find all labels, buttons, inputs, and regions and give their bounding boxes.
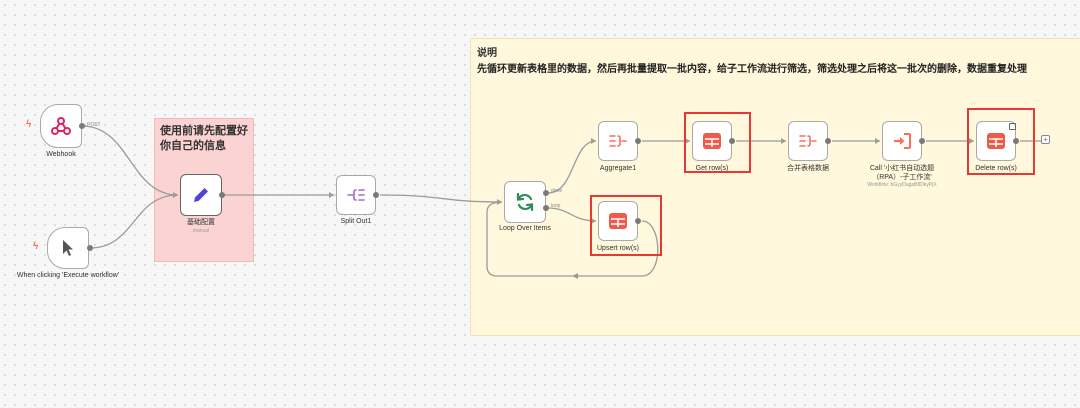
node-webhook[interactable] <box>40 104 82 148</box>
edge-webhook-config <box>81 125 179 196</box>
note-body: 先循环更新表格里的数据，然后再批量提取一批内容，给子工作流进行筛选，筛选处理之后… <box>477 64 1027 75</box>
webhook-output-port[interactable] <box>79 123 85 129</box>
trigger-bolt-icon: ϟ <box>26 119 32 130</box>
loop-done-port[interactable] <box>543 190 549 196</box>
merge-output-port[interactable] <box>825 138 831 144</box>
refresh-icon <box>516 192 534 212</box>
split-output-port[interactable] <box>373 192 379 198</box>
sticky-note-description[interactable]: 说明 先循环更新表格里的数据，然后再批量提取一批内容，给子工作流进行筛选，筛选处… <box>470 38 1080 336</box>
upsert-rows-output-port[interactable] <box>635 218 641 224</box>
aggregate-label: Aggregate1 <box>599 165 637 172</box>
basic-config-label: 基础配置 <box>187 219 215 226</box>
edge-upsert-loopback <box>486 201 659 277</box>
config-output-port[interactable] <box>219 192 225 198</box>
webhook-method-badge: POST <box>87 122 101 128</box>
aggregate-icon <box>609 135 627 147</box>
merge-label: 合并表格数据 <box>787 165 829 172</box>
highlight-box-upsert-rows <box>590 195 662 256</box>
node-options-icon[interactable] <box>1009 123 1016 130</box>
call-workflow-label: Call '小红书自动选题（RPA）-子工作流' <box>869 165 935 181</box>
split-out-label: Split Out1 <box>340 218 372 225</box>
loop-loop-port[interactable] <box>543 205 549 211</box>
manual-output-port[interactable] <box>87 245 93 251</box>
node-delete-rows[interactable] <box>976 121 1016 161</box>
note-title: 说明 <box>477 48 497 59</box>
trigger-bolt-icon: ϟ <box>33 241 39 252</box>
aggregate-output-port[interactable] <box>635 138 641 144</box>
table-icon <box>703 133 721 149</box>
note-config-text: 使用前请先配置好你自己的信息 <box>160 125 248 152</box>
aggregate-icon <box>799 135 817 147</box>
table-icon <box>987 133 1005 149</box>
cursor-icon <box>63 240 73 256</box>
loop-loop-label: loop <box>551 203 561 209</box>
node-merge-table-data[interactable] <box>788 121 828 161</box>
node-upsert-rows[interactable] <box>598 201 638 241</box>
delete-rows-output-port[interactable] <box>1013 138 1019 144</box>
add-node-plus-icon[interactable]: + <box>1041 135 1050 144</box>
pencil-icon <box>194 188 208 202</box>
split-icon <box>347 189 365 201</box>
edge-split-loop <box>379 194 503 203</box>
node-loop-over-items[interactable] <box>504 181 546 223</box>
node-get-rows[interactable] <box>692 121 732 161</box>
table-icon <box>609 213 627 229</box>
highlight-box-get-rows <box>684 112 751 173</box>
basic-config-sublabel: manual <box>192 228 210 234</box>
node-basic-config[interactable] <box>180 174 222 216</box>
node-call-workflow[interactable] <box>882 121 922 161</box>
get-rows-label: Get row(s) <box>695 165 729 172</box>
edge-loop-upsert <box>547 207 597 222</box>
manual-trigger-label-text: When clicking 'Execute workflow' <box>16 272 120 279</box>
webhook-icon <box>51 117 71 135</box>
edge-manual-config <box>89 194 179 249</box>
enter-icon <box>894 133 911 149</box>
delete-rows-label: Delete row(s) <box>975 165 1017 172</box>
node-split-out[interactable] <box>336 175 376 215</box>
manual-trigger-label: When clicking 'Execute workflow' <box>17 271 119 280</box>
edge-loop-aggregate <box>547 140 597 194</box>
call-workflow-output-port[interactable] <box>919 138 925 144</box>
get-rows-output-port[interactable] <box>729 138 735 144</box>
webhook-label: Webhook <box>46 151 76 158</box>
node-manual-trigger[interactable] <box>47 227 89 269</box>
loop-done-label: done <box>551 188 563 194</box>
node-aggregate[interactable] <box>598 121 638 161</box>
call-workflow-sublabel: Workflow: bGyyDagaB8DkyPjX <box>867 182 937 188</box>
loop-over-items-label: Loop Over Items <box>499 225 551 232</box>
highlight-box-delete-rows <box>967 108 1035 175</box>
upsert-rows-label: Upsert row(s) <box>596 245 640 252</box>
